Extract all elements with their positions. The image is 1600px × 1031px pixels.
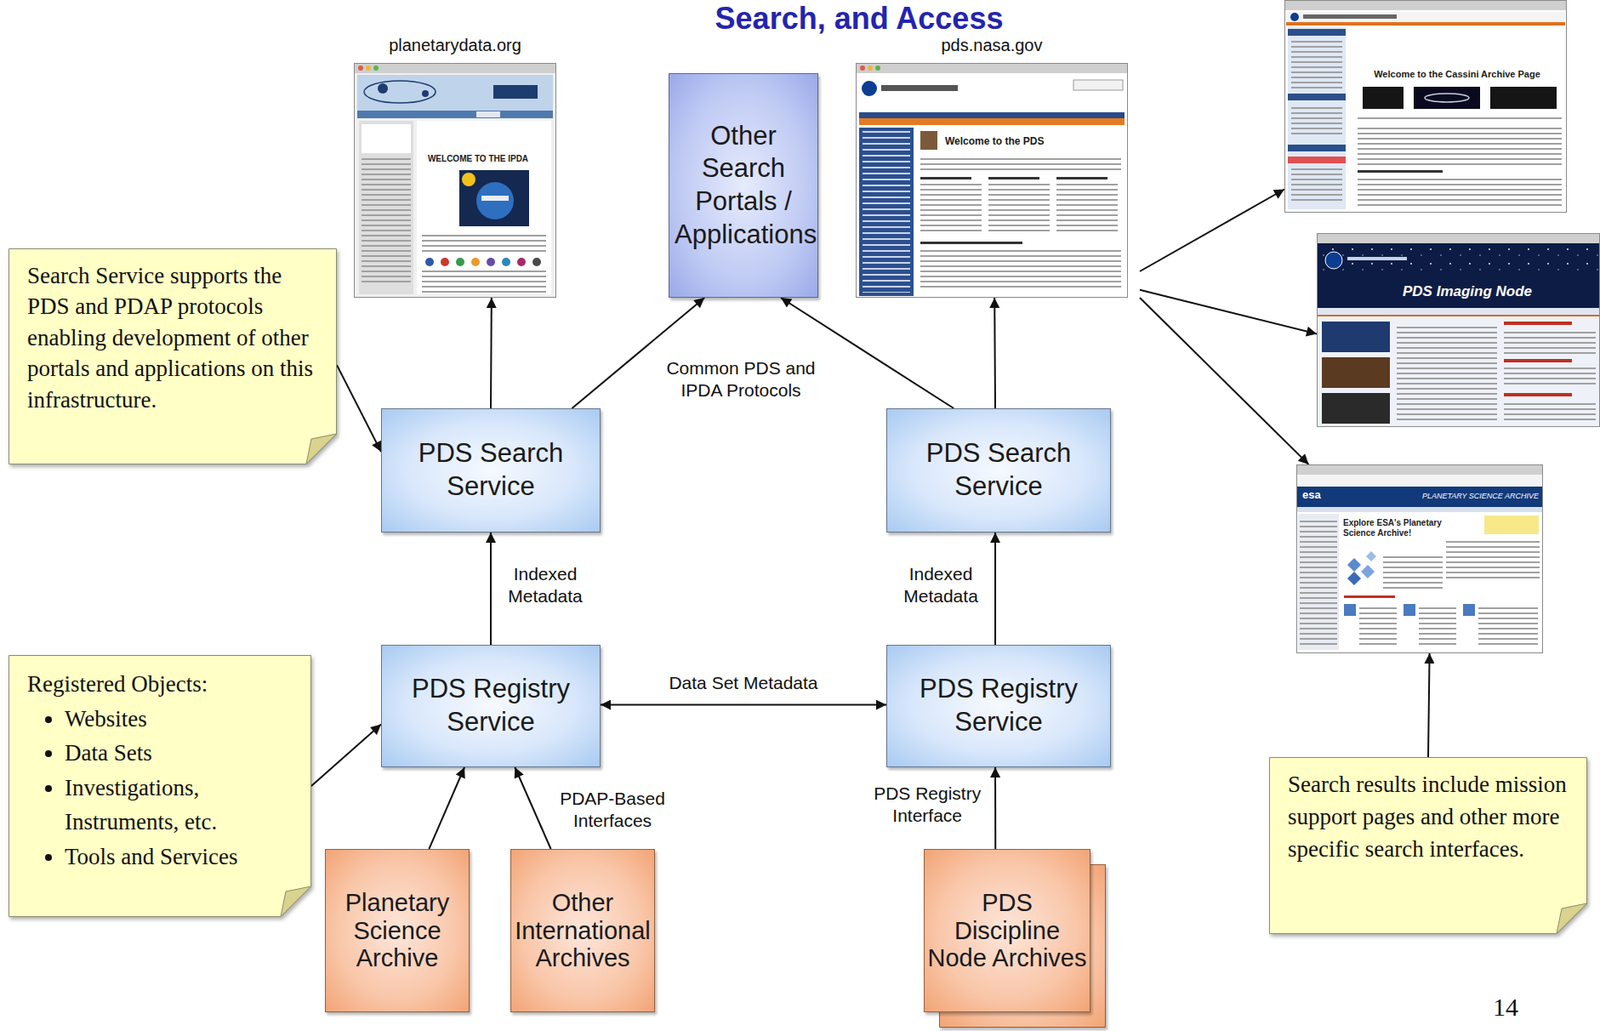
callout-content: Search Service supports the PDS and PDAP… (8, 248, 337, 441)
connector-arrow (600, 704, 887, 707)
callout-text: Search Service supports the PDS and PDAP… (27, 260, 324, 416)
page-number: 14 (1492, 991, 1519, 1024)
connector-arrow (1139, 290, 1317, 335)
site-url: planetarydata.org (353, 34, 557, 57)
screen-heading: PDS Imaging Node (1402, 283, 1582, 301)
bullet-list: WebsitesData SetsInvestigations, Instrum… (27, 701, 298, 875)
edge-label: Indexed Metadata (893, 563, 988, 607)
callout-note: Registered Objects:WebsitesData SetsInve… (8, 654, 312, 917)
box-label: Other International Archives (513, 888, 652, 972)
box-label: PDS Discipline Node Archives (927, 888, 1088, 972)
box-content: PDS Registry Service (887, 669, 1111, 743)
callout-fold (1556, 903, 1588, 934)
callout-content: Search results include mission support p… (1269, 757, 1588, 891)
protocol-label: Common PDS and IPDA Protocols (655, 357, 826, 401)
box-content: PDS Search Service (887, 433, 1111, 507)
box-label: Planetary Science Archive (328, 888, 467, 972)
bullet-item: Tools and Services (64, 839, 298, 875)
connector-arrow (994, 532, 997, 645)
callout-note: Search results include mission support p… (1269, 757, 1588, 934)
box-content: Other International Archives (511, 885, 655, 975)
text-slot: Welcome to the PDS (945, 135, 1116, 148)
text-slot: PDS Imaging Node (1402, 283, 1582, 301)
connector-arrow (1139, 297, 1310, 465)
box-label: PDS Search Service (892, 437, 1105, 504)
service-box: PDS Registry Service (381, 644, 601, 768)
callout-content: Registered Objects:WebsitesData SetsInve… (8, 654, 312, 900)
service-box: PDS Search Service (381, 408, 601, 533)
screen-heading: Explore ESA's Planetary Science Archive! (1343, 518, 1444, 539)
box-content: PDS Discipline Node Archives (924, 885, 1090, 975)
text-slot: PLANETARY SCIENCE ARCHIVE (1416, 491, 1539, 502)
bullet-item: Data Sets (64, 735, 298, 771)
text-slot: Welcome to the Cassini Archive Page (1353, 68, 1561, 80)
text-slot: Explore ESA's Planetary Science Archive! (1343, 518, 1444, 539)
box-label: Other Search Portals / Applications (674, 119, 813, 252)
connector-arrow (994, 767, 997, 849)
archive-box: PDS Discipline Node Archives (923, 848, 1091, 1013)
browser-screenshot: pds.nasa.govWelcome to the PDS (855, 34, 1128, 298)
site-url: pds.nasa.gov (855, 34, 1128, 57)
browser-screenshot: PDS Imaging Node (1316, 233, 1600, 428)
callout-fold (280, 886, 312, 917)
connector-arrow (336, 364, 382, 452)
callout-outline (9, 655, 312, 917)
connector-arrow (489, 297, 493, 409)
callout-note: Search Service supports the PDS and PDAP… (8, 248, 337, 465)
browser-screenshot: esa PLANETARY SCIENCE ARCHIVE Explore ESA'… (1296, 464, 1544, 654)
service-box: PDS Registry Service (886, 644, 1111, 768)
box-content: PDS Registry Service (381, 669, 600, 743)
bullet-item: Websites (64, 701, 298, 737)
box-content: Other Search Portals / Applications (669, 116, 818, 256)
box-label: PDS Registry Service (892, 672, 1105, 740)
interface-label: PDAP-Based Interfaces (552, 787, 672, 832)
box-content: Planetary Science Archive (325, 885, 469, 975)
screen-heading: esa (1302, 488, 1337, 502)
screen-heading: PLANETARY SCIENCE ARCHIVE (1416, 491, 1539, 502)
text-slot: WELCOME TO THE IPDA (419, 153, 537, 165)
callout-outline (1269, 757, 1588, 934)
connector-arrow (311, 724, 382, 786)
slide-title: Search, and Access (715, 0, 1004, 38)
screen-heading: Welcome to the PDS (945, 135, 1116, 148)
callout-outline (9, 249, 337, 465)
connector-arrow (428, 767, 465, 849)
bullet-item: Investigations, Instruments, etc. (64, 770, 298, 840)
browser-frame: Welcome to the PDS (855, 62, 1128, 298)
portal-box: Other Search Portals / Applications (668, 73, 819, 298)
text-slot: esa (1302, 488, 1337, 502)
callout-fold (306, 433, 337, 465)
browser-frame: WELCOME TO THE IPDA (353, 62, 557, 298)
callout-text: Search results include mission support p… (1287, 768, 1574, 866)
browser-screenshot: Welcome to the Cassini Archive Page (1284, 0, 1567, 213)
box-label: PDS Search Service (387, 437, 595, 504)
connector-arrow (1428, 653, 1430, 758)
edge-label: Indexed Metadata (498, 563, 593, 607)
screen-heading: WELCOME TO THE IPDA (419, 153, 537, 165)
connector-arrow (1139, 189, 1285, 273)
connector-arrow (514, 767, 551, 849)
edge-label: PDS Registry Interface (863, 782, 991, 826)
service-box: PDS Search Service (886, 408, 1111, 533)
archive-box: Other International Archives (510, 848, 655, 1013)
screen-heading: Welcome to the Cassini Archive Page (1353, 68, 1561, 80)
browser-screenshot: planetarydata.orgWELCOME TO THE IPDA (353, 34, 557, 298)
archive-box: Planetary Science Archive (324, 848, 470, 1013)
connector-arrow (489, 532, 492, 645)
box-content: PDS Search Service (381, 433, 600, 507)
box-label: PDS Registry Service (387, 672, 595, 740)
callout-text: Registered Objects: (27, 666, 298, 702)
connector-arrow (993, 297, 997, 409)
edge-label: Data Set Metadata (665, 671, 821, 695)
